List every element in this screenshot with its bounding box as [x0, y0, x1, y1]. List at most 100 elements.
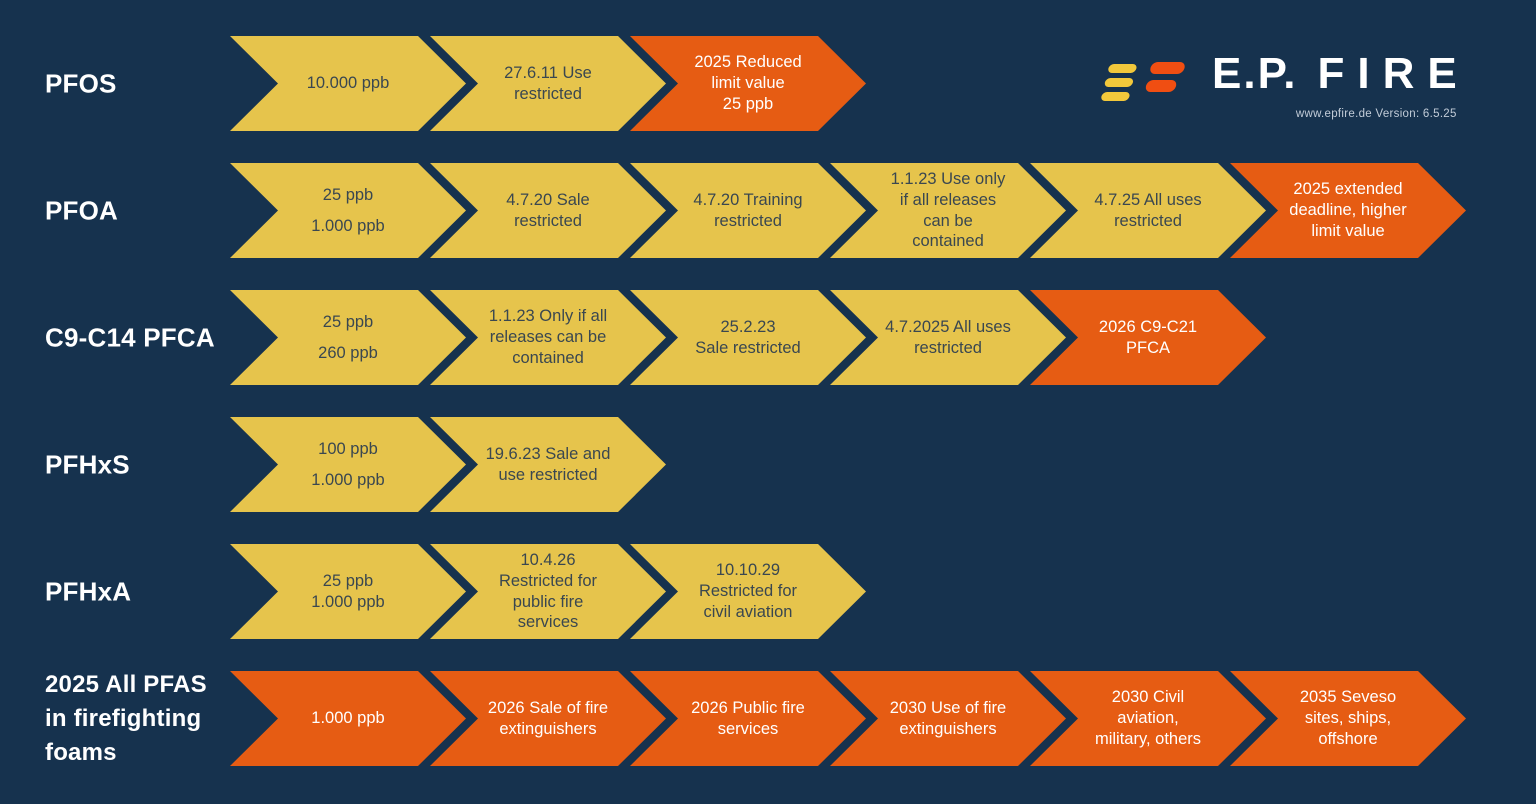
step-text-line: PFCA	[1125, 338, 1170, 357]
step-text-line: 2026 C9-C21	[1098, 317, 1198, 336]
step-text-line: 10.4.26	[520, 550, 576, 569]
step-text-line: services	[517, 613, 579, 632]
step-text-line: deadline, higher	[1289, 201, 1407, 220]
step-text: 100 ppb 1.000 ppb	[230, 434, 466, 495]
timeline-step-pfoa-1: 25 ppb 1.000 ppb	[230, 163, 466, 258]
step-text-line: 25 ppb	[322, 312, 374, 331]
step-text-line: 25.2.23	[720, 317, 776, 336]
timeline-step-c9-c14-pfca-1: 25 ppb 260 ppb	[230, 290, 466, 385]
logo-title-ep: E.P.	[1212, 49, 1298, 98]
step-text-line: 2030 Civil	[1111, 688, 1185, 707]
step-text-line: releases can be	[489, 328, 607, 347]
step-text-line: restricted	[514, 84, 582, 103]
step-text-line: offshore	[1318, 729, 1378, 748]
row-label-pfos: PFOS	[45, 68, 117, 98]
timeline-step-pfoa-2: 4.7.20 Sale restricted	[430, 163, 666, 258]
timeline-step-pfos-1: 10.000 ppb	[230, 36, 466, 131]
step-text-line: 1.000 ppb	[311, 592, 385, 611]
step-text-line: restricted	[714, 211, 782, 230]
step-text-line: 2026 Sale of fire	[487, 698, 609, 717]
step-text-line: 25 ppb	[322, 571, 374, 590]
step-text-line: military, others	[1094, 729, 1202, 748]
step-text-line: 4.7.25 All uses	[1094, 190, 1202, 209]
step-text-line: 19.6.23 Sale and	[485, 444, 611, 463]
step-text: 2030 Use of fire extinguishers	[830, 698, 1066, 740]
step-text-line: 10.10.29	[715, 561, 781, 580]
step-text-line: 1.1.23 Only if all	[488, 307, 608, 326]
step-text-line: 2025 Reduced	[694, 53, 802, 72]
step-text-line: can be	[923, 211, 973, 230]
step-text-line: 2025 extended	[1293, 180, 1403, 199]
timeline-step-pfhxa-1: 25 ppb 1.000 ppb	[230, 544, 466, 639]
step-text: 1.000 ppb	[230, 708, 466, 729]
step-text: 25 ppb 1.000 ppb	[230, 571, 466, 613]
step-text-line: civil aviation	[703, 602, 793, 621]
step-text-line: Sale restricted	[695, 338, 801, 357]
step-text: 4.7.2025 All uses restricted	[830, 317, 1066, 359]
step-text-line: 25 ppb	[322, 185, 374, 204]
step-text-line: 4.7.20 Sale	[506, 190, 590, 209]
step-text-line: 260 ppb	[318, 343, 378, 362]
step-text-line: limit value	[1311, 221, 1385, 240]
step-text-line: 2030 Use of fire	[889, 698, 1007, 717]
step-text-line: services	[717, 719, 779, 738]
logo-version-text: www.epfire.de Version: 6.5.25	[1295, 108, 1457, 120]
step-text-line: 100 ppb	[318, 439, 378, 458]
step-text: 1.1.23 Use only if all releases can be cont…	[830, 169, 1066, 253]
logo-title: E.P. FIRE	[1212, 52, 1457, 96]
step-text-line: 4.7.20 Training	[693, 190, 803, 209]
step-text-line: use restricted	[498, 465, 598, 484]
step-text-line: restricted	[914, 338, 982, 357]
timeline-step-pfos-2: 27.6.11 Use restricted	[430, 36, 666, 131]
step-text: 4.7.20 Sale restricted	[430, 190, 666, 232]
timeline-step-pfas-foams-1: 1.000 ppb	[230, 671, 466, 766]
step-text-line: 1.000 ppb	[311, 470, 385, 489]
step-text: 10.000 ppb	[230, 73, 466, 94]
step-text: 19.6.23 Sale and use restricted	[430, 444, 666, 486]
epfire-logo-icon	[1101, 62, 1185, 101]
step-text: 2026 Sale of fire extinguishers	[430, 698, 666, 740]
logo-text-block: E.P. FIRE www.epfire.de Version: 6.5.25	[1212, 52, 1457, 121]
step-text: 2035 Seveso sites, ships,offshore	[1230, 687, 1466, 750]
step-text-line: contained	[512, 348, 584, 367]
epfire-logo: E.P. FIRE www.epfire.de Version: 6.5.25	[1098, 52, 1457, 120]
row-label-pfhxa: PFHxA	[45, 576, 132, 606]
row-label-pfhxs: PFHxS	[45, 449, 130, 479]
step-text-line: extinguishers	[499, 719, 597, 738]
step-text-line: sites, ships,	[1304, 709, 1392, 728]
step-text-line: aviation,	[1117, 709, 1179, 728]
step-text: 25 ppb 1.000 ppb	[230, 180, 466, 241]
row-label-pfoa: PFOA	[45, 195, 119, 225]
step-text-line: Restricted for	[498, 571, 598, 590]
step-text-line: 25 ppb	[722, 94, 774, 113]
step-text: 27.6.11 Use restricted	[430, 63, 666, 105]
row-label-c9-c14-pfca: C9-C14 PFCA	[45, 322, 215, 352]
step-text-line: 1.000 ppb	[311, 216, 385, 235]
step-text: 4.7.20 Training restricted	[630, 190, 866, 232]
step-text-line: extinguishers	[899, 719, 997, 738]
step-text: 25 ppb 260 ppb	[230, 307, 466, 368]
step-text-line: if all releases	[899, 190, 997, 209]
step-text-line: Restricted for	[698, 582, 798, 601]
step-text-line: restricted	[1114, 211, 1182, 230]
step-text-line: public fire	[512, 592, 584, 611]
step-text-line: restricted	[514, 211, 582, 230]
logo-title-fire: FIRE	[1317, 49, 1470, 98]
step-text-line: 1.1.23 Use only	[890, 169, 1006, 188]
step-text-line: contained	[912, 232, 984, 251]
step-text-line: 2035 Seveso	[1299, 688, 1397, 707]
step-text-line: 4.7.2025 All uses	[885, 317, 1011, 336]
row-label-pfas-foams: 2025 All PFAS in firefighting foams	[45, 670, 207, 766]
step-text-line: 10.000 ppb	[306, 74, 390, 93]
step-text-line: 27.6.11 Use	[504, 63, 592, 82]
step-text-line: 1.000 ppb	[311, 709, 385, 728]
